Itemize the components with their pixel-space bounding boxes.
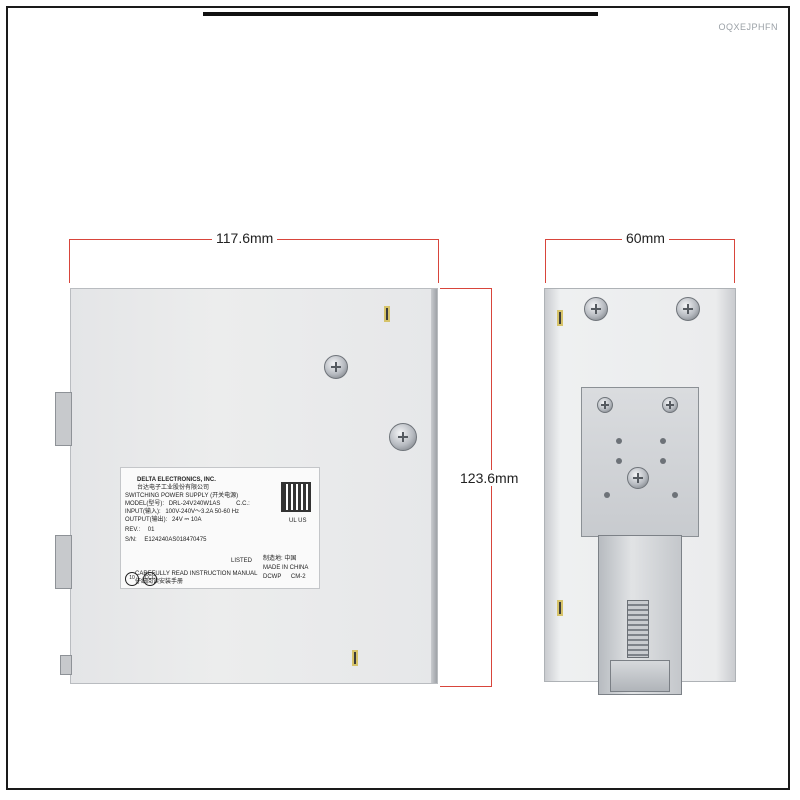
vent-slot [557, 600, 563, 616]
screw-icon [662, 397, 678, 413]
dim-tick-right [438, 239, 439, 283]
label-rev-key: REV.: [125, 527, 141, 533]
label-model-key: MODEL(型号): [125, 501, 165, 507]
cert-ccc-icon: CCC [143, 572, 157, 586]
plate-hole [660, 438, 666, 444]
label-input-value: 100V-240V～3.2A 50-60 Hz [165, 509, 240, 515]
dim-tick-front-left [545, 239, 546, 283]
dim-tick-front-right [734, 239, 735, 283]
label-model-value: DRL-24V240W1AS [168, 501, 221, 507]
plate-hole [616, 458, 622, 464]
screw-icon [324, 355, 348, 379]
label-sn-key: S/N: [125, 537, 137, 543]
screw-icon [584, 297, 608, 321]
din-bracket-upper [55, 392, 72, 446]
plate-hole [672, 492, 678, 498]
din-bracket-base [60, 655, 72, 675]
dim-label-front-width: 60mm [622, 230, 669, 246]
dim-tick-left [69, 239, 70, 283]
vent-slot [557, 310, 563, 326]
label-ul-mark: UL [289, 518, 297, 524]
dim-tick-top [440, 288, 492, 289]
top-bar [203, 12, 598, 16]
label-output-value: 24V ⎓ 10A [172, 517, 202, 523]
label-listed: LISTED [231, 558, 253, 564]
qr-code-icon [281, 482, 311, 512]
label-sn-row: S/N: E124240AS018470475 [125, 537, 206, 545]
clip-release-tab [610, 660, 670, 692]
label-input-row: INPUT(输入): 100V-240V～3.2A 50-60 Hz [125, 509, 239, 517]
label-company-cn: 台达电子工业股份有限公司 [137, 485, 210, 491]
label-model-row: MODEL(型号): DRL-24V240W1AS C.C.: [125, 501, 250, 509]
label-us-mark: US [298, 518, 307, 524]
label-origin: MADE IN CHINA [263, 565, 309, 571]
label-company: DELTA ELECTRONICS, INC. [137, 477, 216, 483]
screw-icon [597, 397, 613, 413]
label-sn-value: E124240AS018470475 [144, 537, 207, 543]
dim-tick-bottom [440, 686, 492, 687]
plate-hole [616, 438, 622, 444]
image-frame [6, 6, 790, 790]
label-warning: CAREFULLY READ INSTRUCTION MANUAL [135, 571, 258, 577]
product-label: DELTA ELECTRONICS, INC. 台达电子工业股份有限公司 SWI… [120, 467, 320, 589]
label-rev-row: REV.: 01 [125, 527, 154, 535]
label-warning-cn: 仔细阅读安装手册 [135, 579, 184, 585]
label-code1: DCWP [263, 574, 282, 580]
dim-label-side-width: 117.6mm [212, 230, 278, 246]
label-output-row: OUTPUT(输出): 24V ⎓ 10A [125, 517, 202, 525]
plate-hole [660, 458, 666, 464]
dim-label-side-height: 123.6mm [456, 470, 523, 486]
label-product-row: SWITCHING POWER SUPPLY (开关电源) [125, 493, 238, 501]
label-rev-value: 01 [147, 527, 155, 533]
plate-hole [604, 492, 610, 498]
screw-icon [389, 423, 417, 451]
label-code-row: DCWP CM-2 [263, 574, 306, 582]
label-code2: CM-2 [290, 574, 306, 580]
label-output-key: OUTPUT(输出): [125, 517, 168, 523]
label-origin-cn: 制造地: 中国 [263, 556, 297, 562]
side-edge [431, 289, 437, 683]
vent-slot [384, 306, 390, 322]
label-product-cn: (开关电源) [210, 493, 239, 499]
center-bolt-icon [627, 467, 649, 489]
spring-icon [627, 600, 649, 658]
label-input-key: INPUT(输入): [125, 509, 161, 515]
cert-10-icon: 10 [125, 572, 139, 586]
label-ul-row: UL US [289, 518, 306, 526]
vent-slot [352, 650, 358, 666]
screw-icon [676, 297, 700, 321]
din-bracket-lower [55, 535, 72, 589]
label-product: SWITCHING POWER SUPPLY [125, 493, 209, 499]
label-cc: C.C.: [236, 501, 250, 507]
watermark: OQXEJPHFN [718, 22, 778, 32]
dim-line-side-height [491, 288, 492, 686]
